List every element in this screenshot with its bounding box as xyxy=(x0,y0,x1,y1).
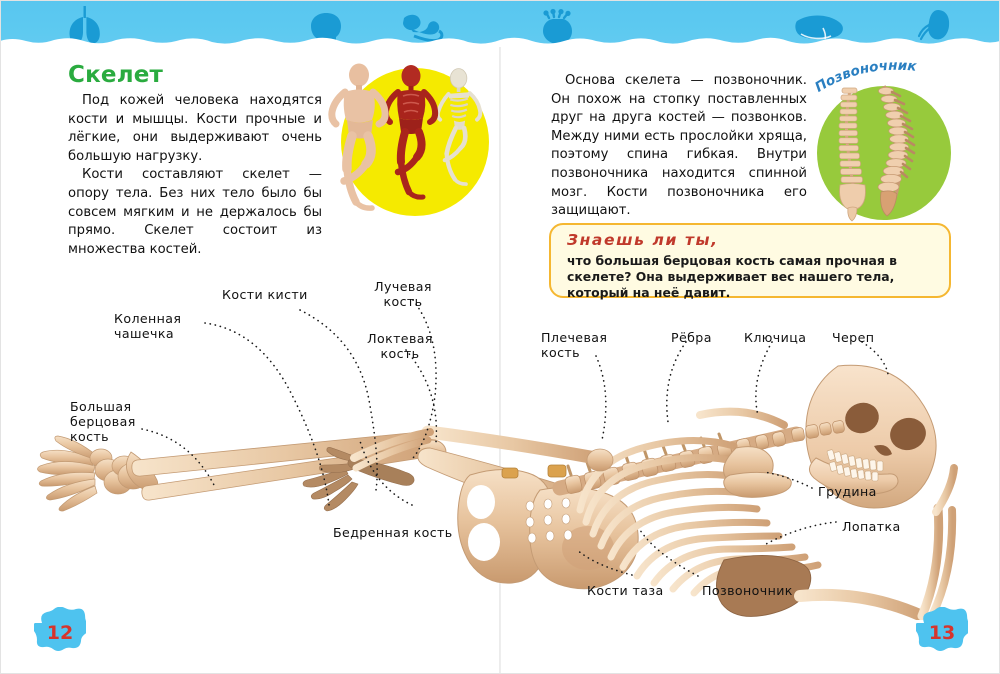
right-column-text: Основа скелета — позвоночник. Он похож н… xyxy=(551,72,807,221)
muscle-figure xyxy=(382,65,439,200)
label-patella: Коленная чашечка xyxy=(114,311,182,341)
label-ribs: Рёбра xyxy=(671,330,712,345)
page-number-right-text: 13 xyxy=(928,622,956,644)
label-radius: Лучевая кость xyxy=(374,279,432,309)
label-skull: Череп xyxy=(832,330,875,345)
label-hand-bones: Кости кисти xyxy=(222,287,308,302)
top-banner xyxy=(0,0,1000,47)
pelvis-bones xyxy=(457,464,639,590)
page-number-right: 13 xyxy=(916,607,968,659)
heart-icon xyxy=(543,8,572,44)
skin-figure xyxy=(328,63,389,211)
leader-plechevaya xyxy=(595,355,607,441)
page-number-left: 12 xyxy=(34,607,86,659)
leader-rebra xyxy=(666,341,687,423)
leader-grudina xyxy=(763,471,813,489)
clavicle xyxy=(696,407,788,429)
did-you-know-title: Знаешь ли ты, xyxy=(567,231,719,249)
label-tibia: Большая берцовая кость xyxy=(70,399,136,444)
liver-icon xyxy=(795,15,843,40)
book-spine xyxy=(499,47,501,674)
label-humerus: Плечевая кость xyxy=(541,330,608,360)
radius-ulna xyxy=(350,428,434,472)
leader-loktevaya xyxy=(405,349,438,443)
kidney-icon xyxy=(917,10,950,41)
leader-bedrennaya xyxy=(359,440,413,506)
spine-front-view xyxy=(838,87,866,222)
paragraph-1: Под кожей человека находятся кости и мыш… xyxy=(68,93,322,164)
page-number-blob-left xyxy=(34,607,86,651)
skull xyxy=(805,364,937,509)
paragraph-3: Основа скелета — позвоночник. Он похож н… xyxy=(551,73,807,219)
label-ulna: Локтевая кость xyxy=(367,331,433,361)
label-scapula: Лопатка xyxy=(842,519,901,534)
humerus xyxy=(421,425,603,465)
paragraph-2: Кости составляют скелет — опору тела. Бе… xyxy=(68,167,322,257)
right-arm-bones xyxy=(794,464,958,620)
skeleton-figure xyxy=(435,68,483,186)
leader-koleno xyxy=(204,322,330,506)
label-femur: Бедренная кость xyxy=(333,525,453,540)
running-figures-illustration xyxy=(323,56,519,236)
label-spine: Позвоночник xyxy=(702,583,793,598)
label-clavicle: Ключица xyxy=(744,330,807,345)
label-sternum: Грудина xyxy=(818,484,877,499)
leader-klyuchica xyxy=(755,341,773,417)
page-title: Скелет xyxy=(68,62,164,88)
leader-bolshaya xyxy=(141,428,215,486)
leader-lopatka xyxy=(765,521,837,545)
did-you-know-box: Знаешь ли ты, что большая берцовая кость… xyxy=(549,223,951,300)
human-skeleton-diagram xyxy=(37,299,958,620)
leader-lines xyxy=(141,299,889,577)
banner-icon-row xyxy=(69,6,950,44)
spine-illustration: Позвоночник xyxy=(806,58,982,230)
torn-paper-edge xyxy=(0,37,1000,47)
spine-side-view xyxy=(877,85,916,217)
page-number-blob-right xyxy=(916,607,968,651)
cervical-vertebrae xyxy=(791,420,845,442)
spine-caption-arc: Позвоночник xyxy=(812,58,918,96)
leader-kostitaza xyxy=(575,548,633,576)
left-column-text: Под кожей человека находятся кости и мыш… xyxy=(68,92,322,259)
did-you-know-body: что большая берцовая кость самая прочная… xyxy=(567,253,898,300)
lungs-icon xyxy=(69,6,100,44)
label-pelvis: Кости таза xyxy=(587,583,664,598)
leader-pozvonochnik xyxy=(639,529,699,577)
page-number-left-text: 12 xyxy=(46,622,74,644)
